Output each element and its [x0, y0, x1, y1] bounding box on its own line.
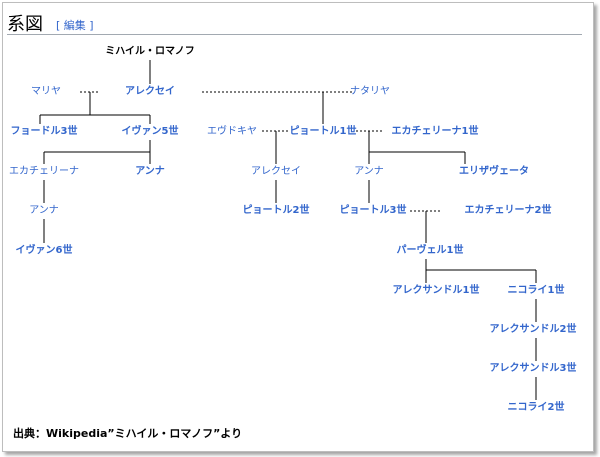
heading-divider: [7, 34, 582, 35]
person-aleksei-tsarevich[interactable]: アレクセイ: [251, 166, 301, 177]
person-aleksei[interactable]: アレクセイ: [125, 86, 175, 97]
edit-bracket-open: [: [56, 19, 61, 32]
person-ekaterina[interactable]: エカチェリーナ: [9, 166, 79, 177]
person-pyotr3[interactable]: ピョートル3世: [339, 205, 407, 216]
person-fyodor3[interactable]: フョードル3世: [10, 126, 78, 137]
person-aleksandr3[interactable]: アレクサンドル3世: [489, 363, 577, 374]
person-aleksandr1[interactable]: アレクサンドル1世: [392, 285, 480, 296]
person-aleksandr2[interactable]: アレクサンドル2世: [489, 324, 577, 335]
person-natalya[interactable]: ナタリヤ: [350, 86, 390, 97]
person-nikolai1[interactable]: ニコライ1世: [507, 285, 565, 296]
person-evdokiya[interactable]: エヴドキヤ: [207, 126, 257, 137]
person-elizaveta[interactable]: エリザヴェータ: [459, 166, 529, 177]
person-ivan6[interactable]: イヴァン6世: [15, 245, 73, 256]
person-mariya[interactable]: マリヤ: [31, 86, 61, 97]
person-nikolai2[interactable]: ニコライ2世: [507, 402, 565, 413]
person-pavel1[interactable]: パーヴェル1世: [396, 245, 464, 256]
edit-bracket-close: ]: [89, 19, 94, 32]
screenshot-frame: [2, 2, 594, 452]
section-heading: 系図: [7, 14, 43, 35]
person-pyotr2[interactable]: ピョートル2世: [242, 205, 310, 216]
person-ivan5[interactable]: イヴァン5世: [121, 126, 179, 137]
person-pyotr1[interactable]: ピョートル1世: [289, 126, 357, 137]
person-ekaterina1[interactable]: エカチェリーナ1世: [391, 126, 479, 137]
person-anna[interactable]: アンナ: [135, 166, 165, 177]
person-mikhail: ミハイル・ロマノフ: [105, 46, 195, 57]
source-note: 出典：Wikipedia”ミハイル・ロマノフ”より: [13, 427, 243, 440]
edit-link-label[interactable]: 編集: [63, 19, 86, 32]
edit-link[interactable]: [ 編集 ]: [56, 17, 94, 33]
person-anna-leopoldovna[interactable]: アンナ: [29, 205, 59, 216]
person-anna-petrovna[interactable]: アンナ: [354, 166, 384, 177]
person-ekaterina2[interactable]: エカチェリーナ2世: [464, 205, 552, 216]
